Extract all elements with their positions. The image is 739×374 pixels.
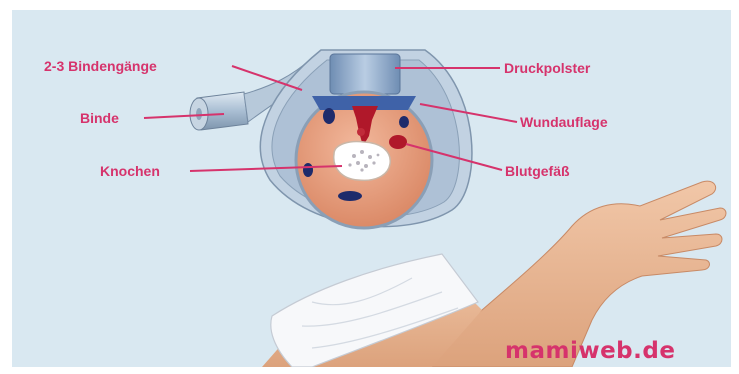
- vein-top-left: [323, 108, 335, 124]
- wound-drop: [357, 128, 365, 136]
- vein-bottom: [338, 191, 362, 201]
- label-blood-vessel: Blutgefäß: [505, 163, 570, 179]
- label-wound-dressing: Wundauflage: [520, 114, 608, 130]
- diagram-canvas: 2-3 Bindengänge Binde Knochen Druckpolst…: [12, 10, 731, 367]
- label-bandage: Binde: [80, 110, 119, 126]
- bandage-roll: [190, 92, 248, 130]
- bone: [334, 142, 391, 181]
- vein-left: [303, 163, 313, 177]
- watermark-logo: mamiweb.de: [505, 338, 675, 364]
- blood-vessel: [389, 135, 407, 149]
- label-bandage-turns: 2-3 Bindengänge: [44, 58, 157, 74]
- pressure-pad: [330, 54, 400, 94]
- vein-right: [399, 116, 409, 128]
- label-pressure-pad: Druckpolster: [504, 60, 590, 76]
- label-bone: Knochen: [100, 163, 160, 179]
